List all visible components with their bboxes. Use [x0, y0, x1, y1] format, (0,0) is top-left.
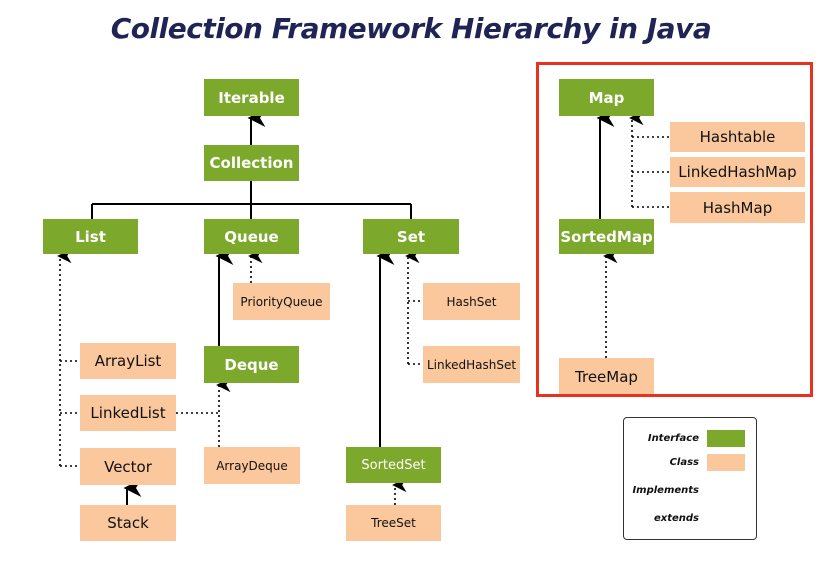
map-node: Map	[559, 79, 654, 116]
linkedhashset-node: LinkedHashSet	[423, 346, 520, 383]
diagram-title: Collection Framework Hierarchy in Java	[110, 12, 712, 45]
queue-node: Queue	[204, 219, 299, 254]
stack-node: Stack	[80, 505, 176, 541]
hashtable-node: Hashtable	[670, 122, 805, 152]
map-hierarchy-highlight	[536, 62, 813, 397]
iterable-node: Iterable	[204, 79, 299, 116]
legend: Interface Class Implements extends	[623, 417, 757, 540]
treemap-node: TreeMap	[559, 358, 654, 395]
linkedlist-node: LinkedList	[80, 395, 176, 431]
legend-extends-label: extends	[653, 513, 699, 524]
priorityqueue-node: PriorityQueue	[233, 283, 330, 320]
arraydeque-node: ArrayDeque	[204, 447, 300, 484]
linkedhashmap-node: LinkedHashMap	[670, 157, 805, 187]
sortedset-node: SortedSet	[346, 447, 441, 483]
list-node: List	[43, 219, 138, 254]
sortedmap-node: SortedMap	[559, 219, 654, 254]
arraylist-node: ArrayList	[80, 343, 176, 379]
vector-node: Vector	[80, 448, 176, 485]
treeset-node: TreeSet	[346, 505, 441, 541]
set-node: Set	[363, 219, 459, 254]
legend-class-swatch	[707, 454, 745, 471]
legend-interface-label: Interface	[647, 433, 699, 444]
legend-implements-label: Implements	[632, 485, 699, 496]
hashmap-node: HashMap	[670, 192, 805, 223]
deque-node: Deque	[204, 346, 299, 383]
collection-node: Collection	[204, 145, 299, 181]
legend-class-label: Class	[669, 457, 699, 468]
legend-interface-swatch	[707, 430, 745, 447]
hashset-node: HashSet	[423, 283, 520, 320]
